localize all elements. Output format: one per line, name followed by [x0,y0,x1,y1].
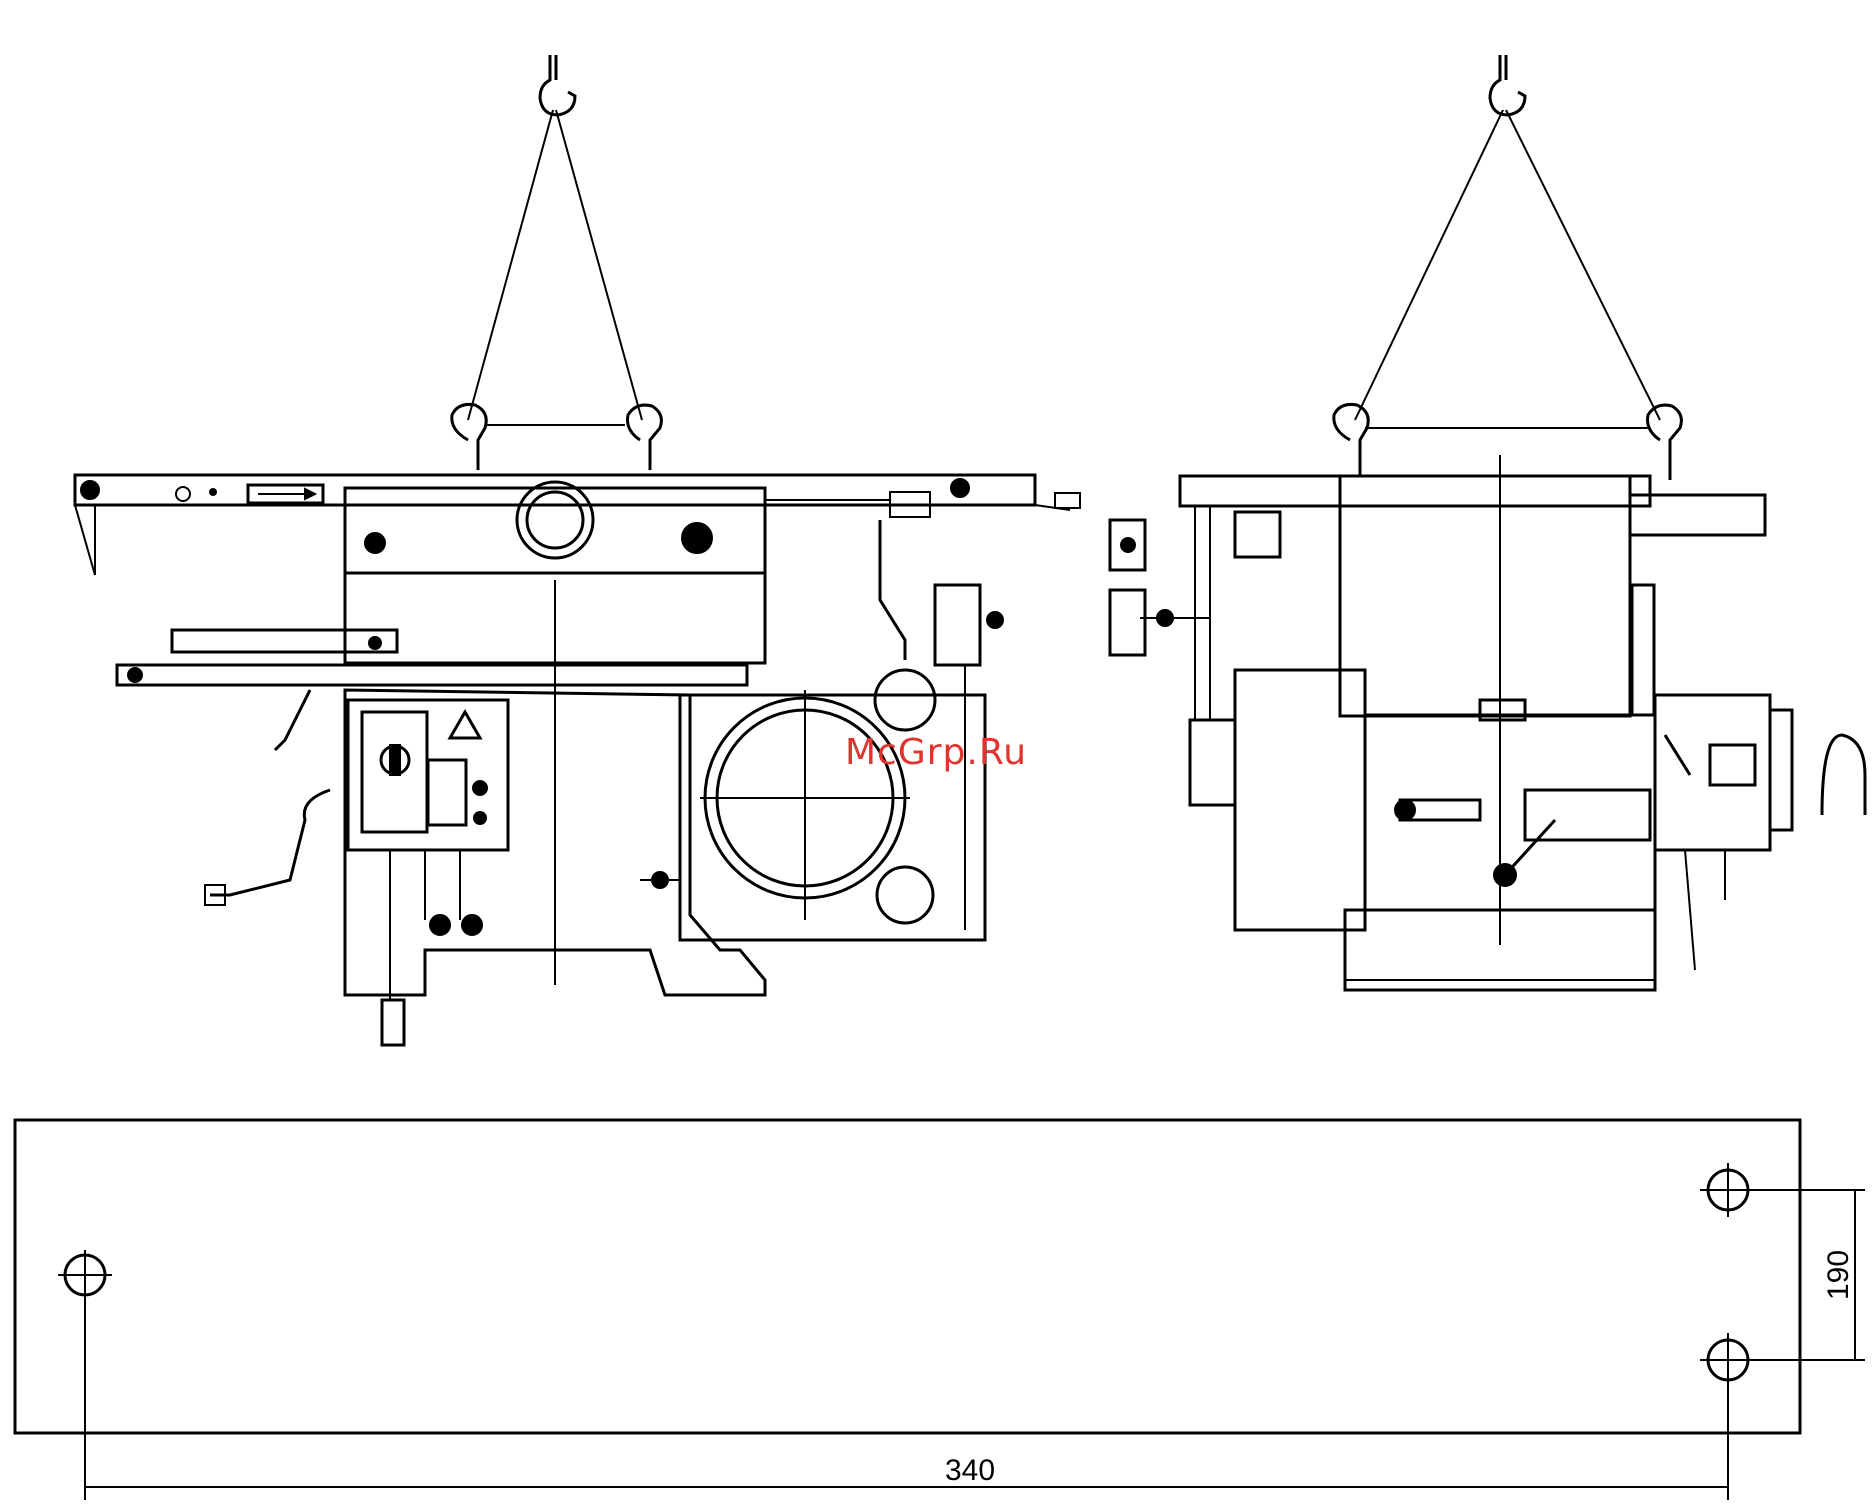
side-motor [1655,695,1865,970]
sling-right [1355,110,1660,428]
eye-bolt [628,405,662,470]
cable-handle [210,790,330,895]
dimension-label-190: 190 [1822,1250,1855,1300]
dimension-label-340: 340 [945,1454,995,1487]
machine-base [345,580,765,995]
side-rails [117,630,747,685]
dimension-vertical: 190 [1755,1190,1865,1360]
side-body [1180,455,1765,990]
side-view [1110,55,1865,990]
watermark: McGrp.Ru [845,732,1027,773]
crane-hook-left [540,55,575,115]
dimension-horizontal: 340 [85,1300,1728,1500]
eye-bolt [1334,404,1368,475]
lever [275,690,310,750]
front-view [75,55,1080,1045]
upper-housing [345,482,930,663]
eye-bolt [1648,405,1682,480]
crane-hook-right [1490,55,1525,115]
anchor-hole [1700,1163,1755,1217]
control-panel [348,700,508,1045]
anchor-hole [58,1250,112,1300]
foundation-plan: 340 190 [15,1120,1865,1500]
side-attachments [1110,505,1280,805]
anchor-hole [1700,1333,1755,1387]
sling-left [468,110,642,425]
foundation-plate-outline [15,1120,1800,1433]
